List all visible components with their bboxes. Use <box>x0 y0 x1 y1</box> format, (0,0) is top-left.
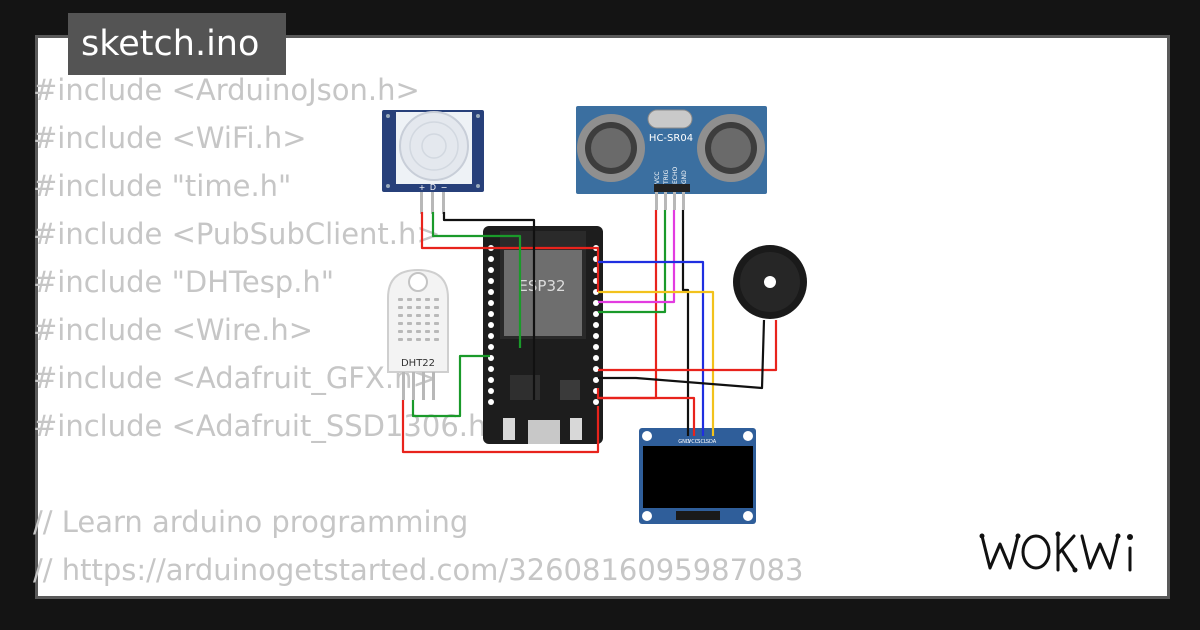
dht22-vent <box>416 322 421 325</box>
wire-yellow <box>598 290 715 436</box>
wire-black <box>681 210 690 436</box>
esp32-pin[interactable] <box>593 300 599 306</box>
esp32-pin[interactable] <box>593 377 599 383</box>
oled-pin-label: VCC <box>688 439 699 445</box>
esp32-pin[interactable] <box>488 333 494 339</box>
dht22-vent <box>398 322 403 325</box>
esp32-board[interactable]: ESP32 <box>483 226 603 444</box>
ultrasonic-label: HC-SR04 <box>649 133 693 144</box>
dht22-vent <box>398 330 403 333</box>
ultrasonic-pin-label: ECHO <box>672 167 679 184</box>
esp32-label: ESP32 <box>518 277 565 295</box>
dht22-vent <box>434 322 439 325</box>
esp32-pin[interactable] <box>488 256 494 262</box>
wire-red <box>598 396 696 436</box>
wire-black <box>598 319 766 390</box>
esp32-pin[interactable] <box>593 355 599 361</box>
ultrasonic-pin-label: VCC <box>654 172 661 184</box>
code-line: #include <WiFi.h> <box>33 121 307 155</box>
wire-magenta <box>598 210 676 304</box>
code-line: // Learn arduino programming <box>33 505 469 539</box>
esp32-pin[interactable] <box>593 366 599 372</box>
dht22-vent <box>398 314 403 317</box>
pir-pin-label: + <box>419 183 426 192</box>
wokwi-logo <box>979 531 1133 573</box>
esp32-pin[interactable] <box>593 311 599 317</box>
wires <box>401 210 778 454</box>
dht22-vent <box>434 330 439 333</box>
wire-red <box>401 400 600 454</box>
esp32-pin[interactable] <box>593 344 599 350</box>
code-editor[interactable]: #include <ArduinoJson.h> #include <WiFi.… <box>33 66 803 594</box>
dht22-vent <box>425 338 430 341</box>
esp32-pin[interactable] <box>488 388 494 394</box>
dht22-vent <box>407 306 412 309</box>
pir-pin-label: D <box>430 183 436 192</box>
code-line: #include "DHTesp.h" <box>33 265 335 299</box>
wire-green <box>431 212 522 348</box>
esp32-pin[interactable] <box>488 377 494 383</box>
esp32-pin[interactable] <box>593 333 599 339</box>
esp32-pin[interactable] <box>488 366 494 372</box>
wire-red <box>420 212 600 292</box>
dht22-vent <box>434 314 439 317</box>
oled-pin-label: GND <box>678 439 690 445</box>
code-line: #include <ArduinoJson.h> <box>33 73 420 107</box>
dht22-vent <box>416 306 421 309</box>
dht22-vent <box>398 306 403 309</box>
esp32-pin[interactable] <box>488 311 494 317</box>
code-line: #include <Wire.h> <box>33 313 314 347</box>
code-line: // https://arduinogetstarted.com/3260816… <box>33 553 804 587</box>
dht22-vent <box>407 298 412 301</box>
dht22-vent <box>407 322 412 325</box>
dht22-vent <box>416 314 421 317</box>
dht22-vent <box>425 314 430 317</box>
dht22-vent <box>407 338 412 341</box>
buzzer[interactable] <box>733 245 807 319</box>
dht22-vent <box>434 338 439 341</box>
oled-display[interactable]: GND VCC SCL SDA <box>639 428 756 524</box>
dht22-vent <box>425 322 430 325</box>
wire-red <box>598 320 778 372</box>
dht22-vent <box>407 330 412 333</box>
esp32-pin[interactable] <box>488 278 494 284</box>
ultrasonic-sensor[interactable]: HC-SR04 VCC TRIG ECHO GND <box>576 106 767 210</box>
esp32-pin[interactable] <box>488 267 494 273</box>
esp32-pin[interactable] <box>488 289 494 295</box>
esp32-pin[interactable] <box>488 300 494 306</box>
dht22-vent <box>434 306 439 309</box>
code-line: #include <Adafruit_SSD1306.h> <box>33 409 511 443</box>
wire-green <box>411 354 490 418</box>
dht22-sensor[interactable]: DHT22 <box>387 268 449 400</box>
esp32-pin[interactable] <box>488 344 494 350</box>
dht22-vent <box>416 338 421 341</box>
pir-pin-label: − <box>441 183 448 192</box>
wire-green <box>598 210 667 314</box>
dht22-vent <box>425 306 430 309</box>
esp32-pin[interactable] <box>488 322 494 328</box>
dht22-vent <box>416 298 421 301</box>
dht22-vent <box>416 330 421 333</box>
code-line: #include "time.h" <box>33 169 292 203</box>
oled-pin-label: SCL <box>697 439 707 445</box>
dht22-vent <box>434 298 439 301</box>
dht22-vent <box>407 314 412 317</box>
dht22-vent <box>398 298 403 301</box>
esp32-pin[interactable] <box>488 399 494 405</box>
file-tab[interactable]: sketch.ino <box>68 13 286 75</box>
esp32-pin[interactable] <box>593 399 599 405</box>
ultrasonic-pin-label: GND <box>681 170 688 184</box>
ultrasonic-pin-label: TRIG <box>663 169 670 185</box>
oled-pin-label: SDA <box>706 439 717 445</box>
wire-blue <box>598 260 705 436</box>
code-line: #include <PubSubClient.h> <box>33 217 441 251</box>
dht22-vent <box>398 338 403 341</box>
dht22-vent <box>425 330 430 333</box>
esp32-pin[interactable] <box>593 322 599 328</box>
wire-black <box>442 212 536 400</box>
pir-sensor[interactable]: + D − <box>382 110 484 214</box>
dht22-vent <box>425 298 430 301</box>
dht22-label: DHT22 <box>401 358 435 369</box>
